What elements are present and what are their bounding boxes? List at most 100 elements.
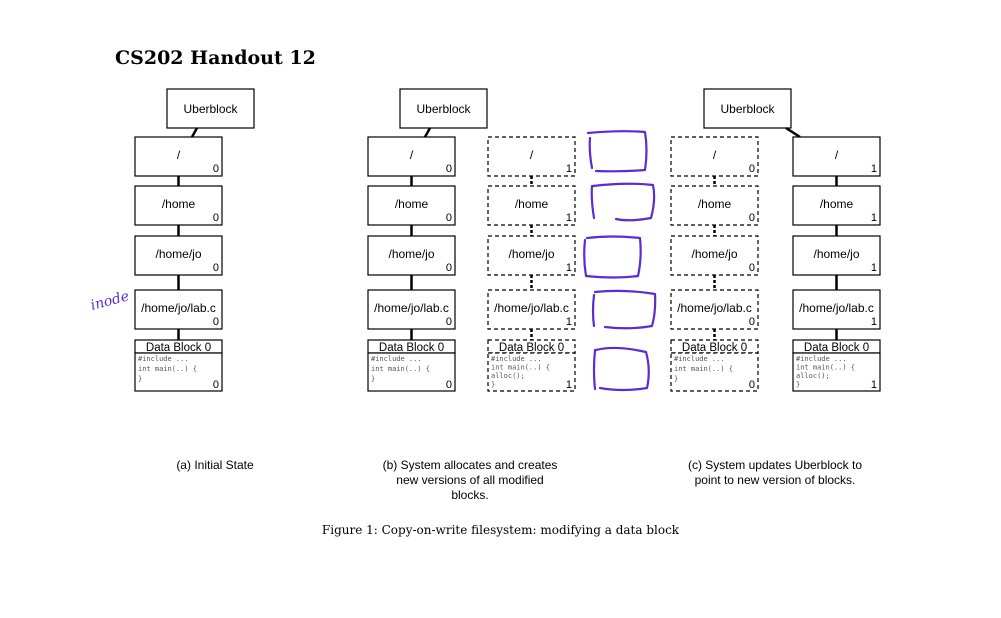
data-block: Data Block 0#include ...int main(..) {}0 [670, 339, 759, 392]
caption-line: new versions of all modified [396, 473, 544, 487]
data-block-version: 1 [871, 379, 877, 391]
node-box [487, 235, 576, 276]
node-label: / [835, 148, 839, 162]
node-box [792, 185, 881, 226]
data-block-body [134, 352, 223, 392]
code-line: int main(..) { [491, 364, 550, 372]
tree-node: /home/jo/lab.c1 [792, 289, 881, 330]
data-block-version: 0 [446, 379, 452, 391]
tree-node: /home/jo/lab.c0 [134, 289, 223, 330]
data-block-body [792, 352, 881, 392]
node-label: /home [698, 197, 732, 211]
node-box [134, 185, 223, 226]
node-version: 0 [213, 262, 219, 274]
node-version: 0 [213, 316, 219, 328]
code-line: #include ... [371, 355, 422, 363]
node-version: 1 [871, 212, 877, 224]
caption-line: point to new version of blocks. [694, 473, 856, 487]
tree-node: /home/jo/lab.c1 [487, 289, 576, 330]
tree-node: /home 0 [134, 185, 223, 226]
node-label: /home [820, 197, 854, 211]
data-block-title: Data Block 0 [499, 342, 564, 354]
code-line: #include ... [138, 355, 189, 363]
inode-annotation: inode [89, 288, 131, 314]
node-label: /home/jo [691, 247, 737, 261]
node-label: /home [162, 197, 196, 211]
node-box [367, 235, 456, 276]
code-line: #include ... [674, 355, 725, 363]
node-version: 0 [213, 163, 219, 175]
node-box [792, 289, 881, 330]
data-block-body [670, 352, 759, 392]
code-line: } [674, 375, 678, 383]
node-box [134, 136, 223, 177]
node-label: /home/jo [388, 247, 434, 261]
node-version: 0 [446, 212, 452, 224]
caption-b: (b) System allocates and creates new ver… [360, 458, 580, 503]
tree-node: /home 1 [792, 185, 881, 226]
node-label: /home/jo [155, 247, 201, 261]
data-block-version: 1 [566, 379, 572, 391]
node-version: 1 [871, 163, 877, 175]
node-version: 1 [566, 163, 572, 175]
node-label: /home/jo/lab.c [494, 301, 569, 315]
node-label: /home/jo/lab.c [677, 301, 752, 315]
node-version: 1 [566, 316, 572, 328]
uberblock-pointer [190, 127, 199, 138]
data-block: Data Block 0#include ...int main(..) {}0 [134, 339, 223, 392]
node-label: /home [515, 197, 549, 211]
node-label: / [530, 148, 534, 162]
uberblock-label: Uberblock [183, 102, 238, 116]
data-block-title: Data Block 0 [146, 342, 211, 354]
data-block-title: Data Block 0 [682, 342, 747, 354]
data-block-title: Data Block 0 [379, 342, 444, 354]
code-line: int main(..) { [674, 365, 733, 373]
node-box [487, 289, 576, 330]
code-line: int main(..) { [371, 365, 430, 373]
data-block: Data Block 0#include ...int main(..) { a… [792, 339, 881, 392]
tree-node: /home/jo/lab.c0 [670, 289, 759, 330]
node-box [792, 235, 881, 276]
figure-caption: Figure 1: Copy-on-write filesystem: modi… [321, 523, 680, 537]
tree-node: /home/jo/lab.c0 [367, 289, 456, 330]
node-box [367, 289, 456, 330]
node-box [792, 136, 881, 177]
node-version: 1 [871, 316, 877, 328]
uberblock-c: Uberblock [703, 88, 792, 129]
data-block-body [367, 352, 456, 392]
node-version: 0 [749, 163, 755, 175]
uberblock-pointer [423, 127, 432, 138]
data-block: Data Block 0#include ...int main(..) { a… [487, 339, 576, 392]
tree-node: /0 [367, 136, 456, 177]
caption-line: (a) Initial State [176, 458, 254, 472]
node-box [670, 289, 759, 330]
node-label: /home/jo/lab.c [374, 301, 449, 315]
code-line: #include ... [491, 355, 542, 363]
node-label: / [713, 148, 717, 162]
node-version: 0 [446, 316, 452, 328]
node-box [670, 136, 759, 177]
node-box [670, 235, 759, 276]
handwritten-brackets [583, 130, 657, 392]
node-version: 1 [566, 262, 572, 274]
data-block-title: Data Block 0 [804, 342, 869, 354]
node-box [670, 185, 759, 226]
code-line: int main(..) { [138, 365, 197, 373]
node-box [367, 136, 456, 177]
tree-node: /1 [487, 136, 576, 177]
tree-node: /1 [792, 136, 881, 177]
node-version: 0 [446, 163, 452, 175]
node-version: 0 [213, 212, 219, 224]
caption-c: (c) System updates Uberblock to point to… [665, 458, 885, 488]
uberblock-pointer [785, 126, 801, 139]
code-line: } [796, 381, 800, 389]
node-box [487, 136, 576, 177]
caption-a: (a) Initial State [150, 458, 280, 473]
node-box [134, 235, 223, 276]
tree-node: /home/jo0 [367, 235, 456, 276]
tree-node: /home/jo 0 [134, 235, 223, 276]
